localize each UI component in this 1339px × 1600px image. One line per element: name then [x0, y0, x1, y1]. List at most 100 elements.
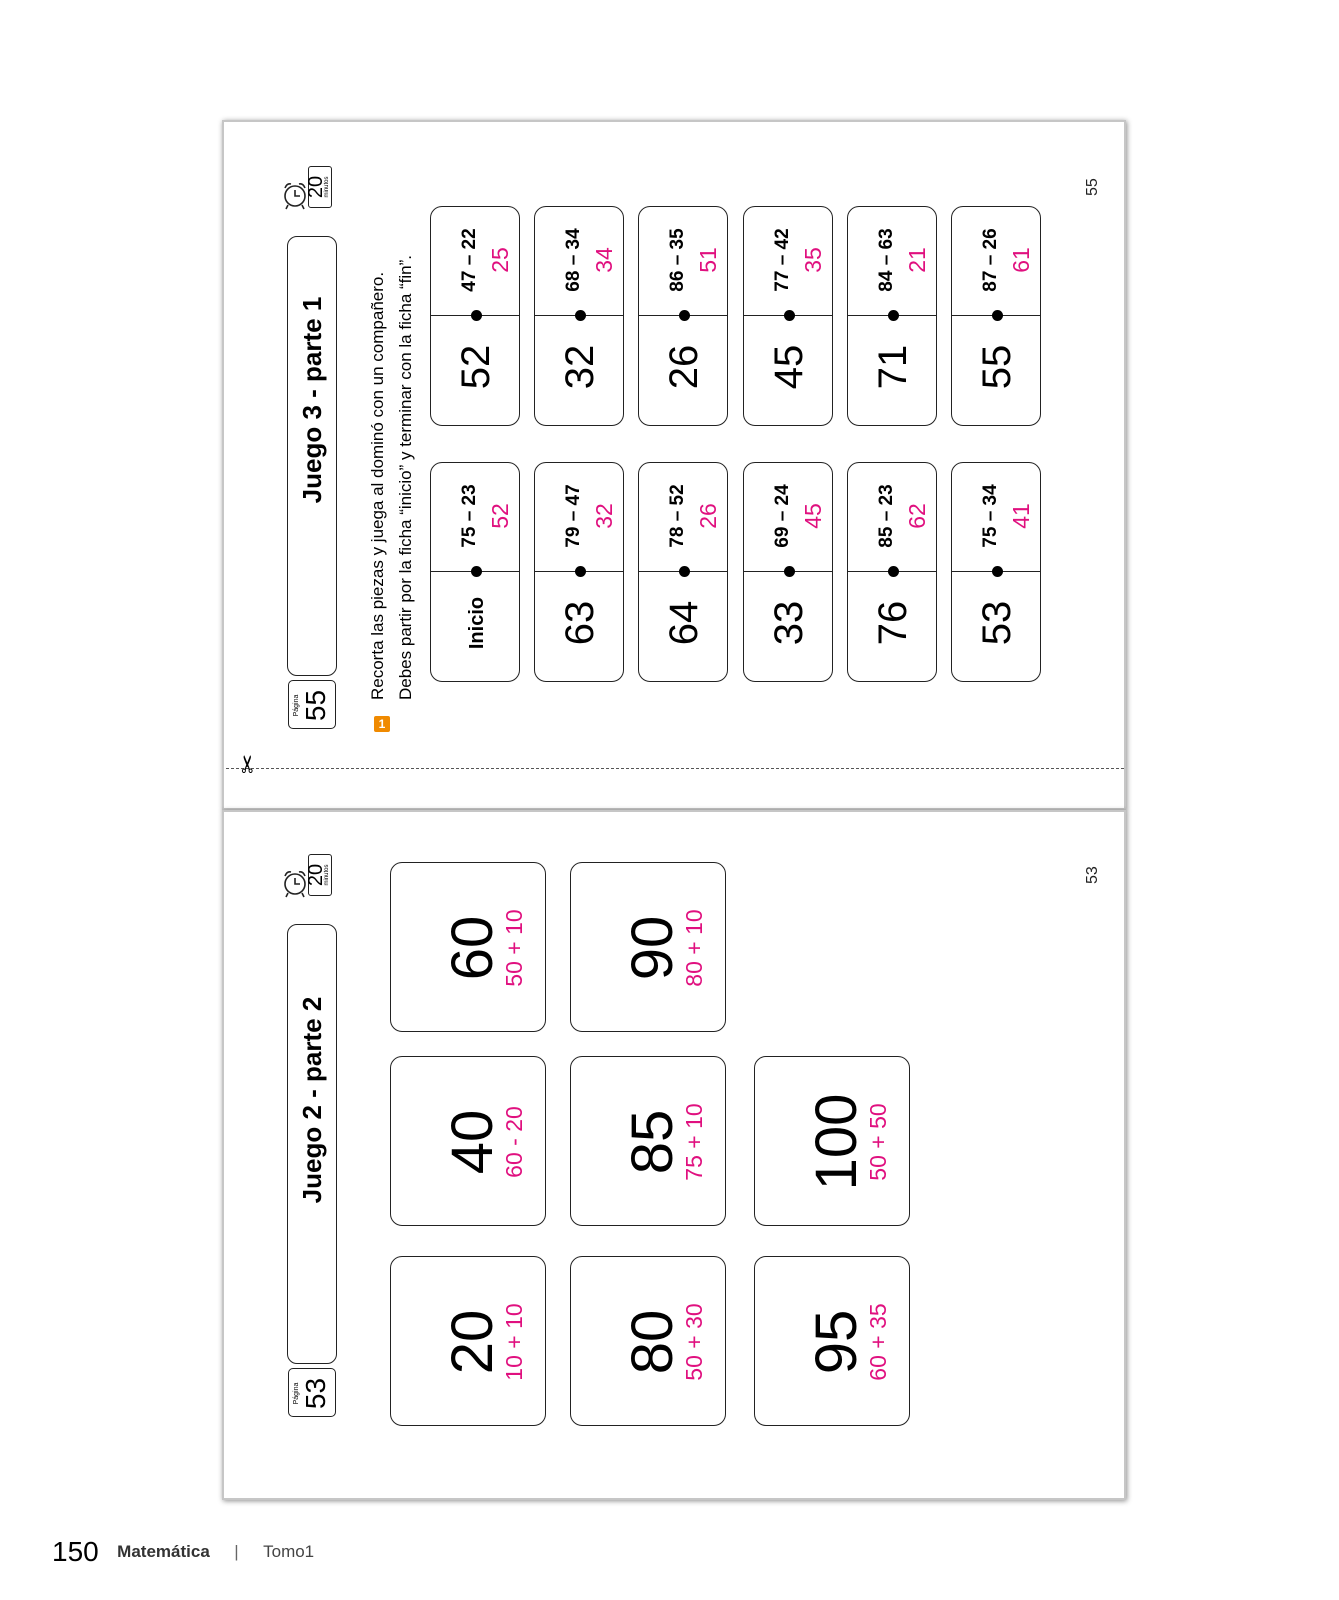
card-expression: 75 + 10 — [681, 1103, 707, 1181]
domino-dot — [784, 566, 795, 577]
number-card[interactable]: 95 60 + 35 — [754, 1256, 910, 1426]
domino-tile[interactable]: 45 77 – 42 35 — [743, 206, 833, 426]
domino-answer: 35 — [800, 247, 826, 273]
domino-answer: 34 — [591, 247, 617, 273]
domino-number: 52 — [454, 344, 498, 390]
number-card[interactable]: 60 50 + 10 — [390, 862, 546, 1032]
card-expression: 50 + 30 — [681, 1303, 707, 1381]
pagina-box-53: Página 53 — [288, 1368, 336, 1417]
book-subject: Matemática — [117, 1542, 210, 1561]
page-title: Juego 2 - parte 2 — [297, 996, 327, 1204]
domino-number: 64 — [662, 600, 706, 646]
time-text: 20 minutos — [305, 166, 332, 208]
domino-tile[interactable]: 64 78 – 52 26 — [638, 462, 728, 682]
page-number-53: 53 — [1084, 866, 1101, 884]
domino-tile[interactable]: 55 87 – 26 61 — [951, 206, 1041, 426]
domino-dot — [679, 310, 690, 321]
card-expression: 50 + 10 — [501, 909, 527, 987]
domino-number: 45 — [767, 344, 811, 390]
number-card[interactable]: 90 80 + 10 — [570, 862, 726, 1032]
domino-answer: 45 — [800, 503, 826, 529]
domino-answer: 32 — [591, 503, 617, 529]
instruction-line-2: Debes partir por la ficha “inicio” y ter… — [396, 255, 415, 700]
card-number: 95 — [804, 1309, 869, 1375]
alarm-clock-icon — [284, 871, 306, 898]
domino-tile[interactable]: 63 79 – 47 32 — [534, 462, 624, 682]
time-text: 20 minutos — [305, 854, 332, 896]
domino-number: 55 — [975, 344, 1019, 390]
page-number-55: 55 — [1084, 178, 1101, 196]
domino-tile[interactable]: 32 68 – 34 34 — [534, 206, 624, 426]
domino-number: 63 — [558, 600, 602, 646]
book-page-number: 150 — [52, 1536, 99, 1567]
time-box — [308, 854, 332, 896]
domino-dot — [575, 310, 586, 321]
number-card[interactable]: 20 10 + 10 — [390, 1256, 546, 1426]
domino-dot — [471, 566, 482, 577]
time-unit: minutos — [324, 176, 330, 198]
domino-dot — [992, 566, 1003, 577]
card-expression: 80 + 10 — [681, 909, 707, 987]
domino-expression: 68 – 34 — [563, 228, 584, 292]
card-expression: 60 - 20 — [501, 1106, 527, 1178]
domino-number: 26 — [662, 344, 706, 390]
domino-number: 53 — [975, 600, 1019, 646]
domino-tile[interactable]: 52 47 – 22 25 — [430, 206, 520, 426]
pagina-number: 53 — [300, 1377, 331, 1410]
domino-number: 33 — [767, 600, 811, 646]
book-volume: Tomo1 — [263, 1542, 315, 1561]
domino-expression: 79 – 47 — [563, 484, 584, 548]
card-expression: 50 + 50 — [865, 1103, 891, 1181]
domino-expression: 87 – 26 — [980, 228, 1001, 292]
domino-dot — [471, 310, 482, 321]
domino-tile[interactable]: 33 69 – 24 45 — [743, 462, 833, 682]
domino-dot — [784, 310, 795, 321]
number-card[interactable]: 80 50 + 30 — [570, 1256, 726, 1426]
domino-expression: 75 – 34 — [980, 484, 1001, 548]
card-number: 60 — [440, 915, 505, 981]
domino-expression: 47 – 22 — [459, 228, 480, 292]
domino-number: 32 — [558, 344, 602, 390]
instruction-number-badge: 1 — [374, 716, 390, 732]
alarm-clock-icon — [284, 183, 306, 210]
domino-tile[interactable]: 53 75 – 34 41 — [951, 462, 1041, 682]
domino-answer: 21 — [904, 247, 930, 273]
domino-expression: 84 – 63 — [876, 228, 897, 292]
pagina-box-55: Página 55 — [288, 680, 336, 729]
card-number: 100 — [804, 1093, 869, 1191]
domino-answer: 41 — [1008, 503, 1034, 529]
time-value: 20 — [305, 863, 327, 887]
worksheet-page-53 — [222, 810, 1126, 1500]
domino-answer: 25 — [487, 247, 513, 273]
domino-number: 76 — [871, 600, 915, 646]
domino-answer: 61 — [1008, 247, 1034, 273]
pagina-number: 55 — [300, 689, 331, 722]
domino-expression: 78 – 52 — [667, 484, 688, 548]
domino-expression: 86 – 35 — [667, 228, 688, 292]
clock-badge-53: 20 minutos — [282, 854, 332, 922]
domino-tile[interactable]: 76 85 – 23 62 — [847, 462, 937, 682]
clock-badge-55: 20 minutos — [282, 166, 332, 234]
card-number: 90 — [620, 915, 685, 981]
domino-tile[interactable]: 71 84 – 63 21 — [847, 206, 937, 426]
domino-answer: 51 — [695, 247, 721, 273]
card-number: 85 — [620, 1109, 685, 1175]
number-card[interactable]: 40 60 - 20 — [390, 1056, 546, 1226]
domino-tile[interactable]: Inicio 75 – 23 52 — [430, 462, 520, 682]
number-card[interactable]: 85 75 + 10 — [570, 1056, 726, 1226]
domino-expression: 75 – 23 — [459, 484, 480, 548]
domino-tile[interactable]: 26 86 – 35 51 — [638, 206, 728, 426]
domino-dot — [992, 310, 1003, 321]
number-card[interactable]: 100 50 + 50 — [754, 1056, 910, 1226]
card-number: 80 — [620, 1309, 685, 1375]
domino-dot — [888, 310, 899, 321]
domino-dot — [888, 566, 899, 577]
domino-expression: 85 – 23 — [876, 484, 897, 548]
book-footer: 150 Matemática | Tomo1 — [52, 1536, 314, 1568]
card-number: 20 — [440, 1309, 505, 1375]
time-unit: minutos — [324, 864, 330, 886]
domino-number: 71 — [871, 344, 915, 390]
domino-start-label: Inicio — [466, 596, 488, 650]
domino-dot — [575, 566, 586, 577]
title-bar-juego3: Juego 3 - parte 1 — [287, 236, 337, 676]
